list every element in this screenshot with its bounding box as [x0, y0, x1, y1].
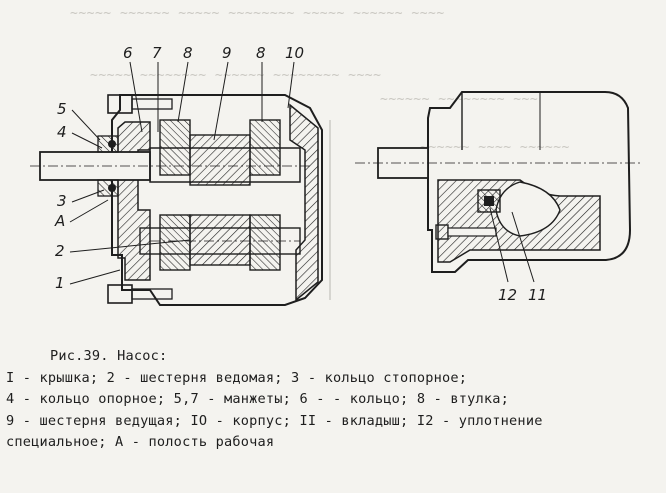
callout-label: 10 [285, 44, 304, 62]
callout-label: A [54, 212, 65, 230]
callout-label: 4 [57, 123, 67, 141]
callout-label: 8 [256, 44, 266, 62]
callout-label: 2 [55, 242, 65, 260]
callout-label: 1 [55, 274, 65, 292]
pump-section-view [30, 94, 331, 306]
caption-line: специальное; А - полость рабочая [6, 434, 275, 450]
caption-line: 9 - шестерня ведущая; IO - корпус; II - … [6, 412, 543, 429]
callout-label: 6 [123, 44, 133, 62]
callout-labels-right: 12 11 [498, 286, 547, 304]
callout-label: 11 [528, 286, 547, 304]
callout-leaders-left [69, 61, 295, 285]
callout-label: 5 [57, 100, 67, 118]
bleed-through-text: ~~~~~~ ~~~~ ~~~~~~ [420, 140, 570, 155]
caption-line: 4 - кольцо опорное; 5,7 - манжеты; 6 - -… [6, 391, 510, 407]
figure-caption: Рис.39. Насос: I - крышка; 2 - шестерня … [6, 346, 662, 454]
callout-leaders-right [489, 207, 535, 283]
pump-end-view [355, 91, 640, 273]
callout-labels-left: 6 7 8 9 8 10 5 4 3 A 2 1 [54, 44, 304, 292]
bleed-through-text: ~~~~~~ ~~~~~~~~ ~~~ [380, 92, 539, 107]
callout-label: 12 [498, 286, 517, 304]
callout-label: 9 [222, 44, 232, 62]
caption-title: Рис.39. Насос: [50, 348, 168, 364]
bleed-through-text: ~~~~~ ~~~~~~ ~~~~~ ~~~~~~~~ ~~~~~ ~~~~~~… [70, 6, 445, 21]
callout-label: 7 [152, 44, 162, 62]
pump-drawing: 6 7 8 9 8 10 5 4 3 A 2 1 [30, 44, 640, 306]
caption-line: I - крышка; 2 - шестерня ведомая; 3 - ко… [6, 369, 468, 386]
callout-label: 8 [183, 44, 193, 62]
bleed-through-text: ~~~~~ ~~~~~~~~ ~~~~~~ ~~~~~~~~ ~~~~ [90, 68, 382, 83]
callout-label: 3 [57, 192, 67, 210]
